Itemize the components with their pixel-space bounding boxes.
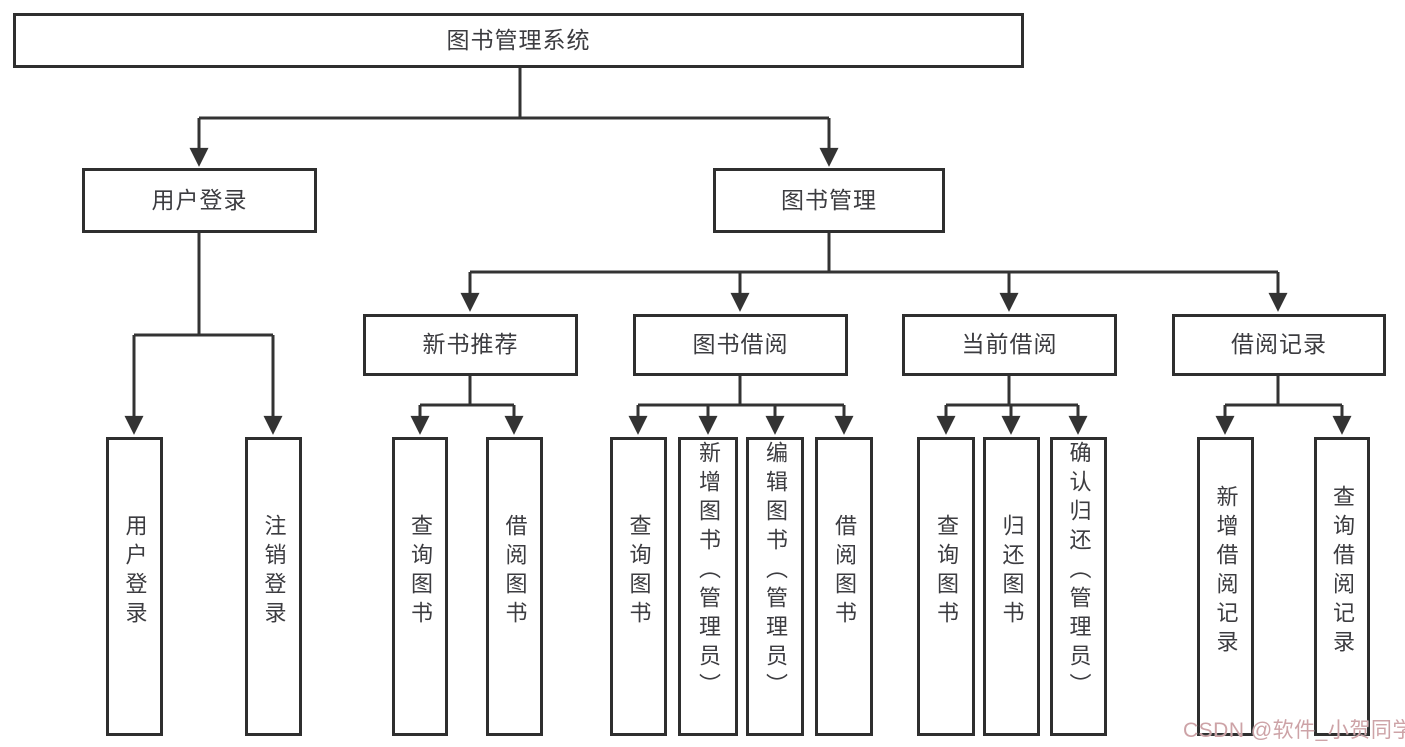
leaf-add-book-admin: 新增图书（管理员） [678, 437, 738, 736]
csdn-watermark: CSDN @软件_小贺同学 [1183, 719, 1405, 742]
node-root: 图书管理系统 [13, 13, 1024, 68]
leaf-query-book-borrow: 查询图书 [610, 437, 667, 736]
node-book-borrow: 图书借阅 [633, 314, 848, 376]
leaf-confirm-return-admin: 确认归还（管理员） [1050, 437, 1107, 736]
node-new-book-recommend: 新书推荐 [363, 314, 578, 376]
leaf-query-book-recommend: 查询图书 [392, 437, 448, 736]
leaf-edit-book-admin: 编辑图书（管理员） [746, 437, 804, 736]
node-user-login: 用户登录 [82, 168, 317, 233]
leaf-query-book-current: 查询图书 [917, 437, 975, 736]
leaf-return-book: 归还图书 [983, 437, 1040, 736]
leaf-borrow-book: 借阅图书 [815, 437, 873, 736]
node-current-borrow: 当前借阅 [902, 314, 1117, 376]
leaf-borrow-book-recommend: 借阅图书 [486, 437, 543, 736]
node-borrow-record: 借阅记录 [1172, 314, 1386, 376]
leaf-query-borrow-record: 查询借阅记录 [1314, 437, 1370, 736]
leaf-logout-login: 注销登录 [245, 437, 302, 736]
leaf-add-borrow-record: 新增借阅记录 [1197, 437, 1254, 736]
leaf-user-login: 用户登录 [106, 437, 163, 736]
node-book-management: 图书管理 [713, 168, 945, 233]
